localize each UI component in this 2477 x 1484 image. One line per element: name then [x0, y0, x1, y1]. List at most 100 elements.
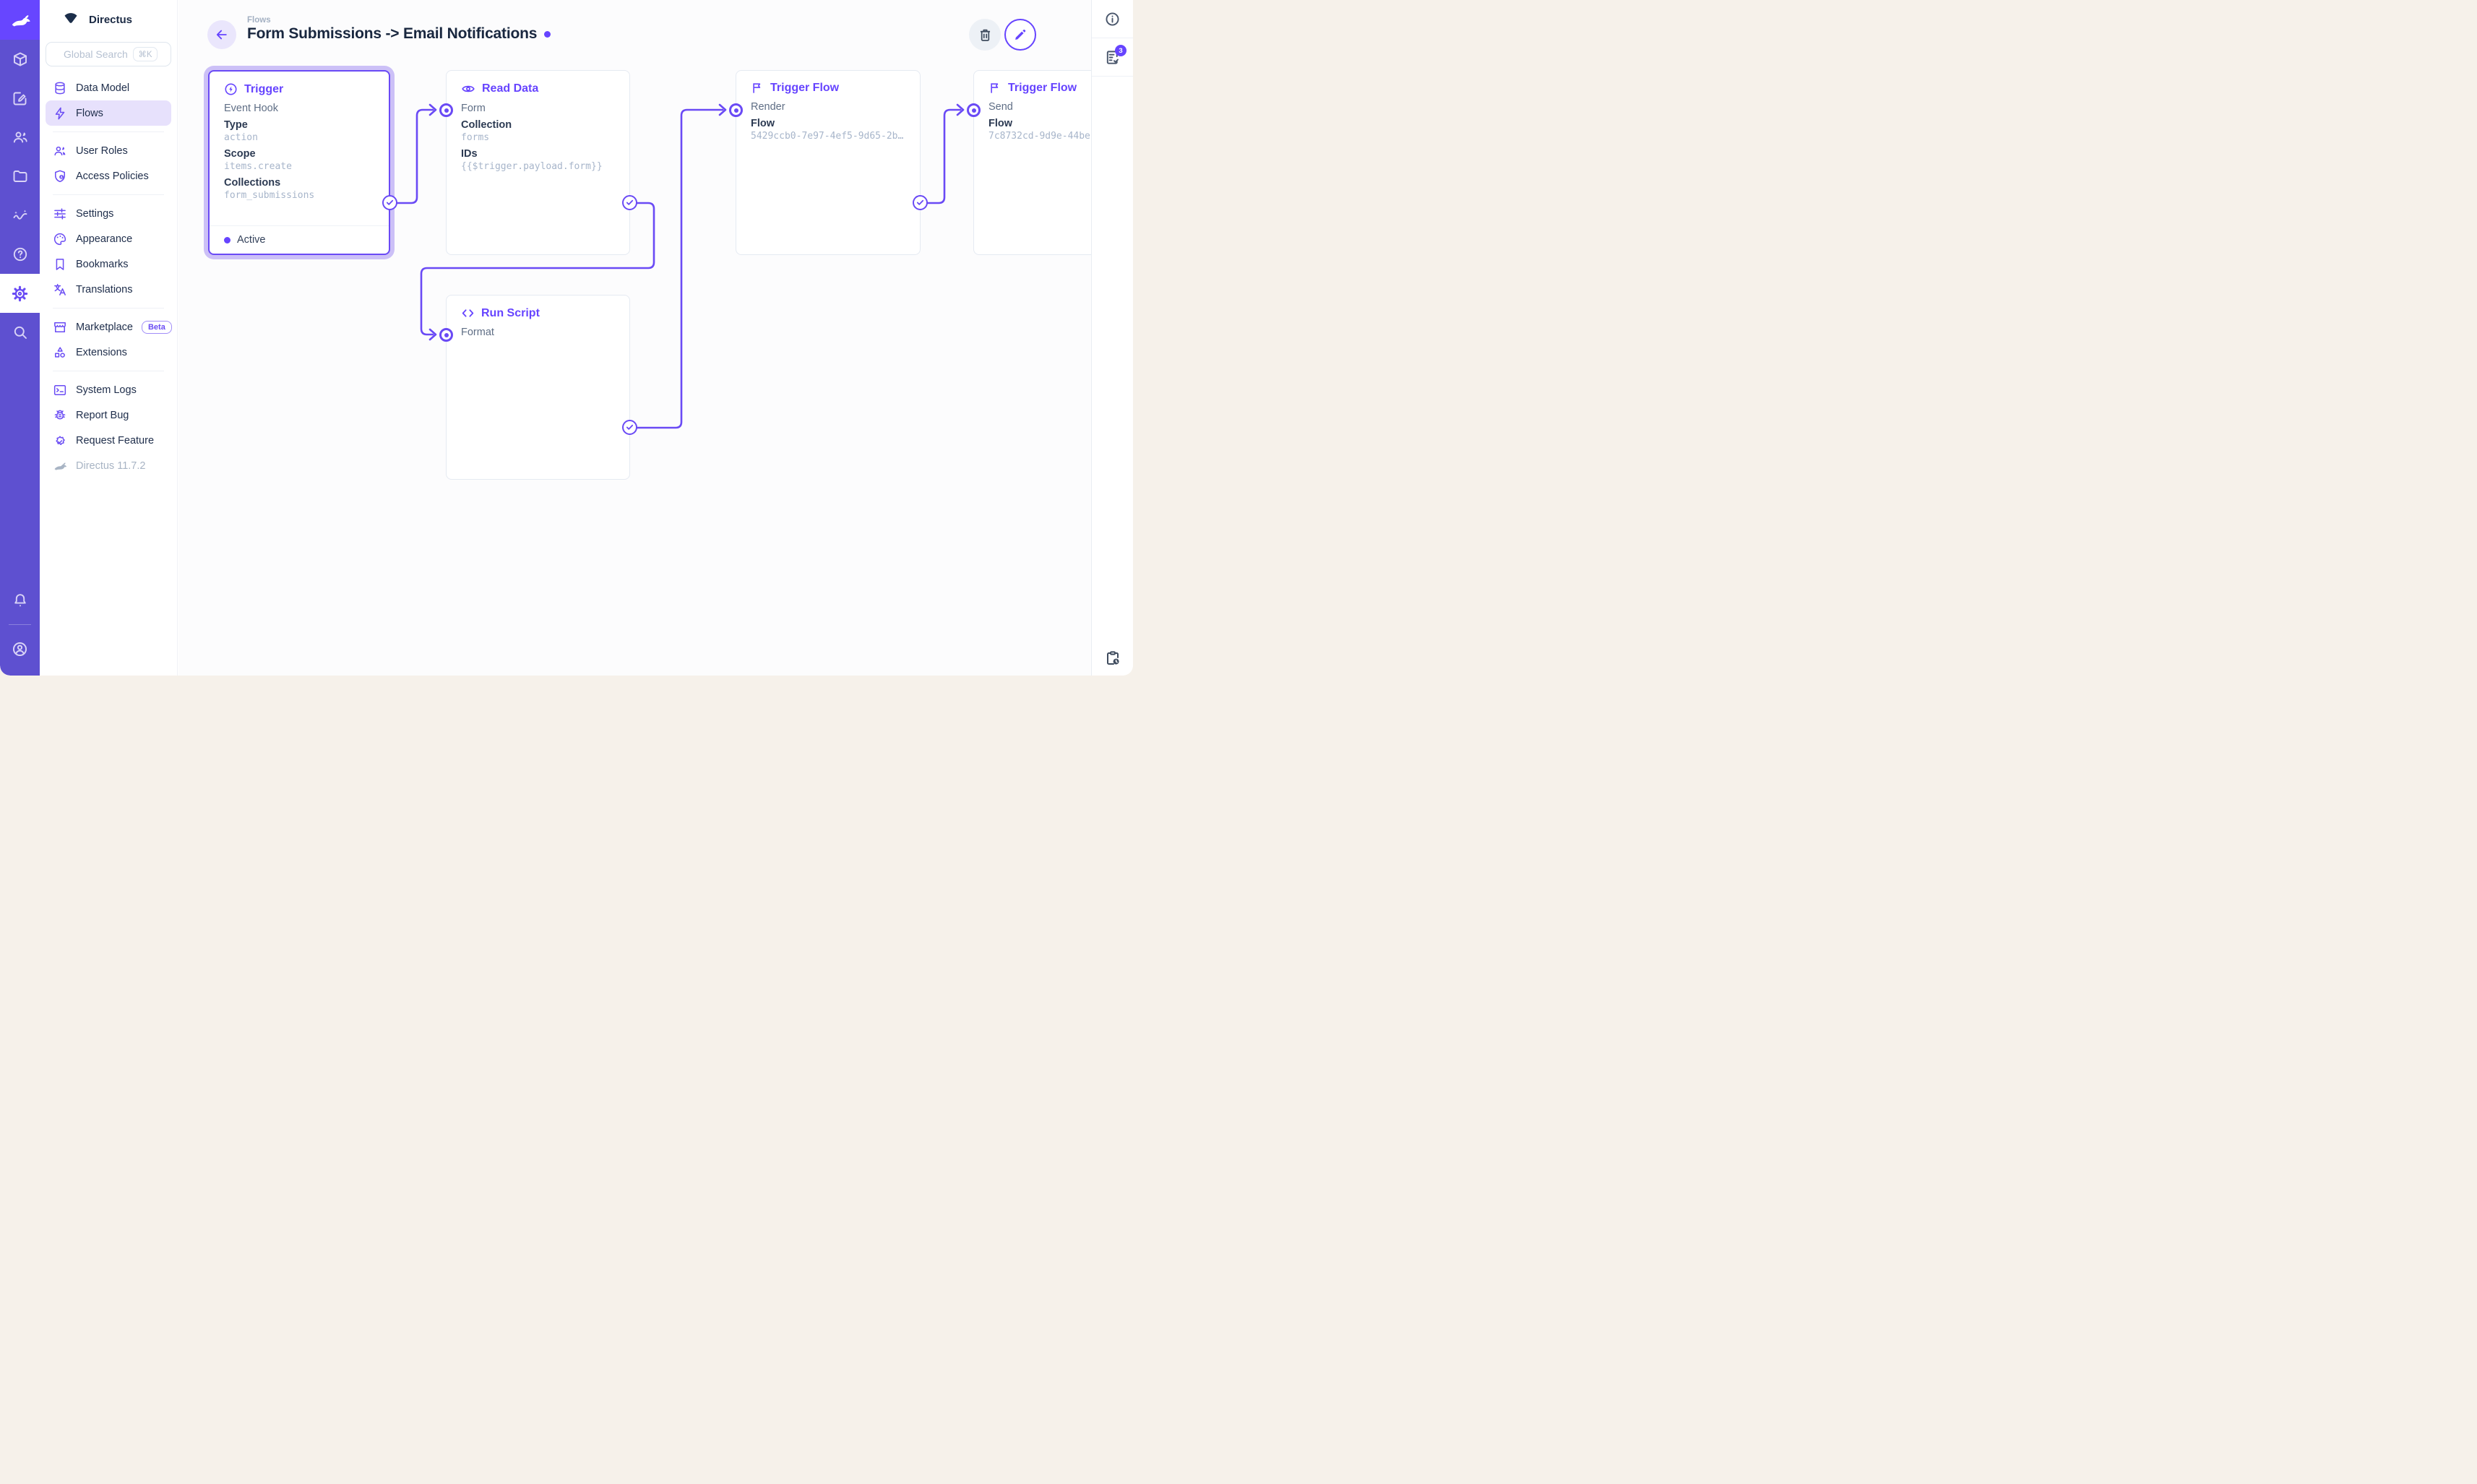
panel-trigger-flow-send[interactable]: Trigger Flow Send Flow 7c8732cd-9d9e-44b… [973, 70, 1091, 255]
user-avatar-button[interactable] [0, 629, 40, 668]
code-icon [462, 309, 474, 317]
panel-trigger[interactable]: Trigger Event Hook Type action Scope ite… [208, 70, 390, 255]
sidebar-item-settings[interactable]: Settings [46, 201, 171, 226]
read-data-output-point[interactable] [622, 195, 637, 210]
eye-icon [462, 85, 475, 92]
panel-title-row: Run Script [447, 295, 629, 320]
field-label: IDs [461, 148, 478, 160]
bell-icon [14, 594, 26, 607]
project-name: Directus [89, 13, 133, 26]
sidebar-item-report-bug[interactable]: Report Bug [46, 402, 171, 428]
panel-title-row: Trigger Flow [736, 71, 920, 95]
version-label: Directus 11.7.2 [76, 460, 146, 472]
people-icon [54, 146, 66, 155]
nav-divider [53, 131, 164, 132]
module-insights[interactable] [0, 196, 40, 235]
connector-run-script-to-trigger-flow-render [636, 108, 724, 429]
sidebar-item-marketplace[interactable]: Marketplace Beta [46, 314, 172, 340]
run-script-output-point[interactable] [622, 420, 637, 435]
arrowhead [718, 103, 727, 116]
input-dot [971, 108, 976, 113]
terminal-icon [53, 384, 66, 395]
panel-title-row: Trigger Flow [974, 71, 1091, 95]
sidebar-item-data-model[interactable]: Data Model [46, 75, 171, 100]
trigger-flow-send-input-point[interactable] [967, 103, 981, 117]
panel-title: Trigger [244, 82, 284, 95]
module-users[interactable] [0, 118, 40, 157]
flow-connectors [396, 103, 965, 429]
sidebar-item-user-roles[interactable]: User Roles [46, 138, 171, 163]
operation-name: Form [461, 103, 486, 114]
field-label: Flow [988, 118, 1013, 129]
operation-name: Send [988, 101, 1013, 113]
field-value: {{$trigger.payload.form}} [461, 161, 603, 172]
trigger-status-row: Active [210, 225, 389, 254]
sidebar-item-request-feature[interactable]: Request Feature [46, 428, 171, 453]
flow-color-dot [544, 30, 551, 38]
arrow-left-icon [216, 30, 227, 40]
back-button[interactable] [207, 20, 236, 49]
settings-gear-icon [12, 285, 28, 301]
module-files[interactable] [0, 157, 40, 196]
pencil-icon [1015, 29, 1026, 40]
trigger-flow-render-input-point[interactable] [729, 103, 743, 117]
storefront-icon [54, 322, 66, 332]
input-dot [444, 332, 449, 337]
page-title: Form Submissions -> Email Notifications [247, 25, 538, 42]
flag-icon [991, 83, 999, 93]
module-settings[interactable] [0, 274, 40, 313]
module-content[interactable] [0, 40, 40, 79]
sidebar-item-bookmarks[interactable]: Bookmarks [46, 251, 171, 277]
module-docs[interactable] [0, 235, 40, 274]
sidebar-item-extensions[interactable]: Extensions [46, 340, 171, 365]
breadcrumb[interactable]: Flows [247, 16, 271, 25]
notifications-button[interactable] [0, 581, 40, 620]
panel-trigger-flow-render[interactable]: Trigger Flow Render Flow 5429ccb0-7e97-4… [736, 70, 921, 255]
sidebar-item-system-logs[interactable]: System Logs [46, 377, 171, 402]
sidebar-item-label: Appearance [76, 233, 133, 245]
panel-title: Trigger Flow [1008, 82, 1077, 94]
sidebar-item-flows[interactable]: Flows [46, 100, 171, 126]
field-label: Collections [224, 177, 281, 189]
panel-title: Read Data [482, 82, 539, 95]
trigger-flow-render-output-point[interactable] [913, 195, 928, 210]
trigger-output-point[interactable] [382, 195, 397, 210]
trigger-subtitle: Event Hook [224, 103, 278, 114]
app-version: Directus 11.7.2 [46, 453, 171, 478]
flow-logs-button[interactable] [1092, 650, 1133, 667]
sidebar-item-label: Bookmarks [76, 258, 129, 270]
sidebar-item-appearance[interactable]: Appearance [46, 226, 171, 251]
module-marketplace-search[interactable] [0, 313, 40, 352]
flow-canvas[interactable]: Flows Form Submissions -> Email Notifica… [178, 0, 1091, 676]
field-label: Flow [751, 118, 775, 129]
status-dot [224, 236, 231, 243]
read-data-input-point[interactable] [439, 103, 453, 117]
module-editor[interactable] [0, 79, 40, 118]
sidebar-item-translations[interactable]: Translations [46, 277, 171, 302]
project-header[interactable]: Directus [40, 0, 177, 36]
shapes-icon [55, 346, 65, 358]
panel-title: Trigger Flow [770, 82, 840, 94]
search-input[interactable] [59, 48, 132, 60]
connector-trigger-to-read-data [396, 108, 434, 204]
sidebar-item-label: Request Feature [76, 434, 155, 447]
sidebar-item-access-policies[interactable]: Access Policies [46, 163, 171, 189]
run-script-input-point[interactable] [439, 328, 453, 342]
info-sidebar-toggle[interactable] [1092, 0, 1133, 38]
search-icon [14, 326, 27, 339]
nav-divider [53, 308, 164, 309]
global-search[interactable]: ⌘K [46, 42, 171, 66]
operation-name: Render [751, 101, 785, 113]
directus-logo[interactable] [0, 0, 40, 40]
check-icon [916, 199, 924, 205]
directus-rabbit-icon [12, 14, 30, 26]
delete-flow-button[interactable] [969, 19, 1001, 51]
edit-flow-button[interactable] [1004, 19, 1036, 51]
notices-toggle[interactable]: 3 [1092, 38, 1133, 77]
arrowhead [428, 328, 437, 341]
search-shortcut: ⌘K [133, 47, 158, 61]
check-icon [626, 199, 634, 205]
panel-run-script[interactable]: Run Script Format [446, 295, 630, 480]
nav-divider [53, 194, 164, 195]
panel-read-data[interactable]: Read Data Form Collection forms IDs {{$t… [446, 70, 630, 255]
